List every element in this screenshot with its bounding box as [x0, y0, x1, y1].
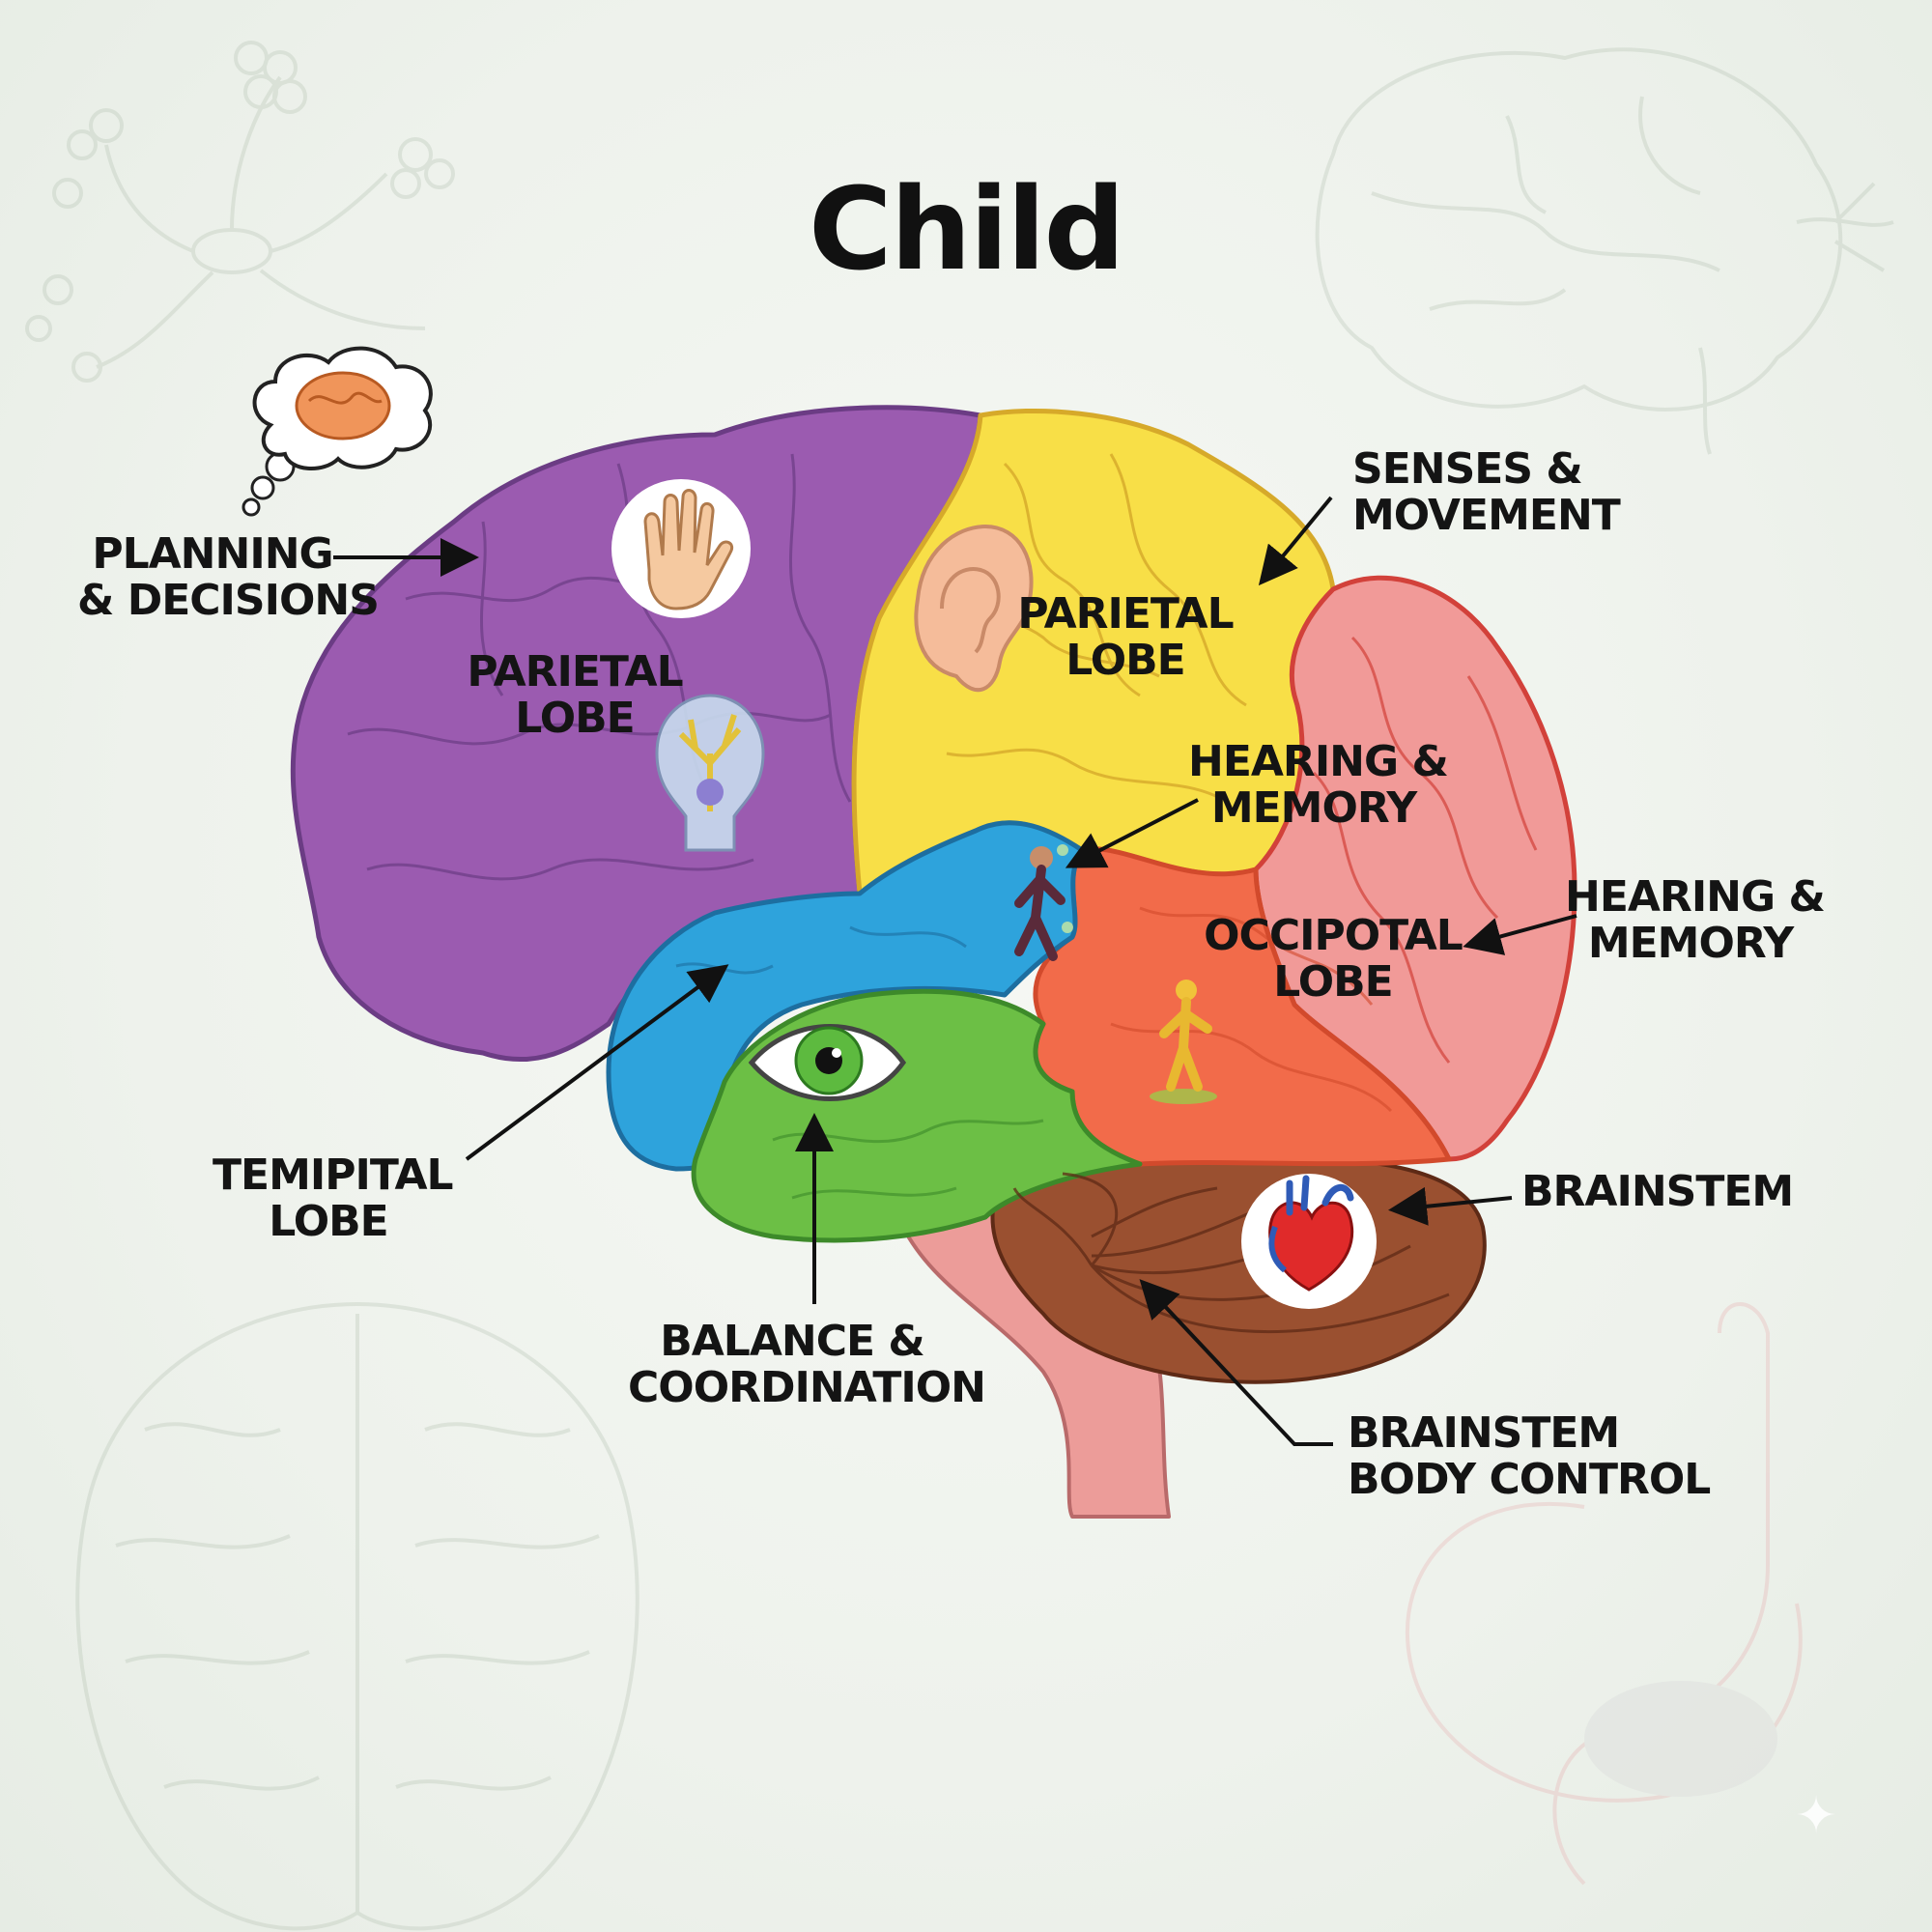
hand-icon: [611, 479, 751, 618]
arrow-brainstem: [1388, 1186, 1513, 1226]
arrow-hearing-center: [1065, 798, 1199, 868]
arrow-temporal: [465, 964, 729, 1161]
balancing-person-icon: [1150, 980, 1217, 1104]
brain-regions: [290, 405, 1577, 1519]
label-line: PARIETAL: [1017, 589, 1234, 639]
arrow-senses: [1258, 496, 1333, 586]
eye-icon: [748, 1024, 907, 1101]
label-line: & DECISIONS: [77, 576, 380, 625]
label-line: HEARING &: [1565, 872, 1826, 922]
label-line: BRAINSTEM: [1521, 1167, 1794, 1216]
pointer-arrows: [333, 496, 1577, 1446]
label-hearing-memory-right: HEARING & MEMORY: [1565, 872, 1826, 968]
label-line: PLANNING: [92, 529, 333, 579]
label-line: LOBE: [1273, 957, 1393, 1007]
label-brainstem: BRAINSTEM: [1521, 1167, 1794, 1216]
background-decorations: [25, 41, 1894, 1931]
neuron-decoration-top-left: [25, 41, 455, 383]
label-occipital-lobe: OCCIPOTAL LOBE: [1203, 913, 1463, 1006]
label-planning-decisions: PLANNING & DECISIONS: [77, 529, 380, 625]
label-line: MEMORY: [1210, 783, 1417, 833]
label-line: LOBE: [1065, 636, 1185, 685]
label-parietal-lobe-purple: PARIETAL LOBE: [454, 649, 696, 742]
label-line: LOBE: [515, 694, 635, 743]
label-line: COORDINATION: [628, 1363, 986, 1412]
sparkle-icon: ✦: [1795, 1787, 1837, 1845]
label-brainstem-body-control: BRAINSTEM BODY CONTROL: [1348, 1408, 1711, 1504]
label-line: TEMIPITAL: [213, 1151, 454, 1200]
label-line: BALANCE &: [660, 1317, 925, 1366]
label-hearing-memory-center: HEARING & MEMORY: [1188, 737, 1449, 833]
label-line: MEMORY: [1587, 919, 1794, 968]
label-temporal-lobe: TEMIPITAL LOBE: [213, 1151, 454, 1246]
brain-thought-icon: [242, 346, 433, 517]
label-balance-coordination: BALANCE & COORDINATION: [628, 1317, 986, 1412]
organ-decoration-bottom-right: [1405, 1302, 1803, 1886]
walking-person-icon: [1014, 844, 1073, 961]
label-line: BODY CONTROL: [1348, 1455, 1711, 1504]
ear-icon: [914, 524, 1034, 693]
label-parietal-lobe-yellow: PARIETAL LOBE: [1005, 591, 1246, 684]
arrow-brainstem-body: [1139, 1279, 1333, 1446]
label-line: BRAINSTEM: [1348, 1408, 1620, 1458]
brain-outline-decoration-top-right: [1315, 47, 1894, 455]
label-line: HEARING &: [1188, 737, 1449, 786]
label-line: SENSES &: [1352, 444, 1583, 494]
neuron-icon: [655, 694, 765, 852]
label-senses-movement: SENSES & MOVEMENT: [1352, 446, 1623, 539]
arrow-hearing-right: [1463, 914, 1577, 955]
label-line: PARIETAL: [467, 647, 683, 696]
heart-icon: [1241, 1174, 1377, 1309]
label-line: LOBE: [269, 1197, 388, 1246]
label-line: MOVEMENT: [1352, 491, 1621, 540]
label-line: OCCIPOTAL: [1204, 911, 1463, 960]
brain-topview-decoration-bottom-left: [75, 1301, 639, 1931]
page-title: Child: [809, 162, 1125, 296]
